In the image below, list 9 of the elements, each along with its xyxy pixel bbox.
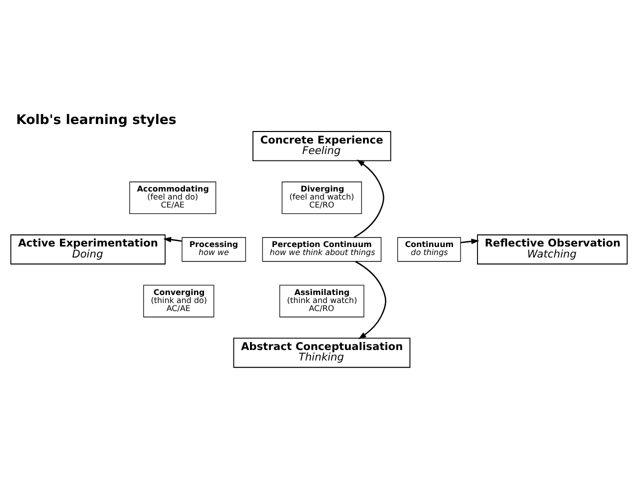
node-box: Abstract Conceptualisation Thinking <box>233 337 410 368</box>
diagram-title: Kolb's learning styles <box>16 112 176 128</box>
node-box: Reflective Observation Watching <box>477 234 628 264</box>
arrow <box>354 159 384 238</box>
node-box: Concrete Experience Feeling <box>252 130 392 161</box>
arrow <box>163 236 182 242</box>
arrow <box>355 260 386 339</box>
node-box: Active Experimentation Doing <box>10 234 166 264</box>
arrow <box>460 238 480 244</box>
